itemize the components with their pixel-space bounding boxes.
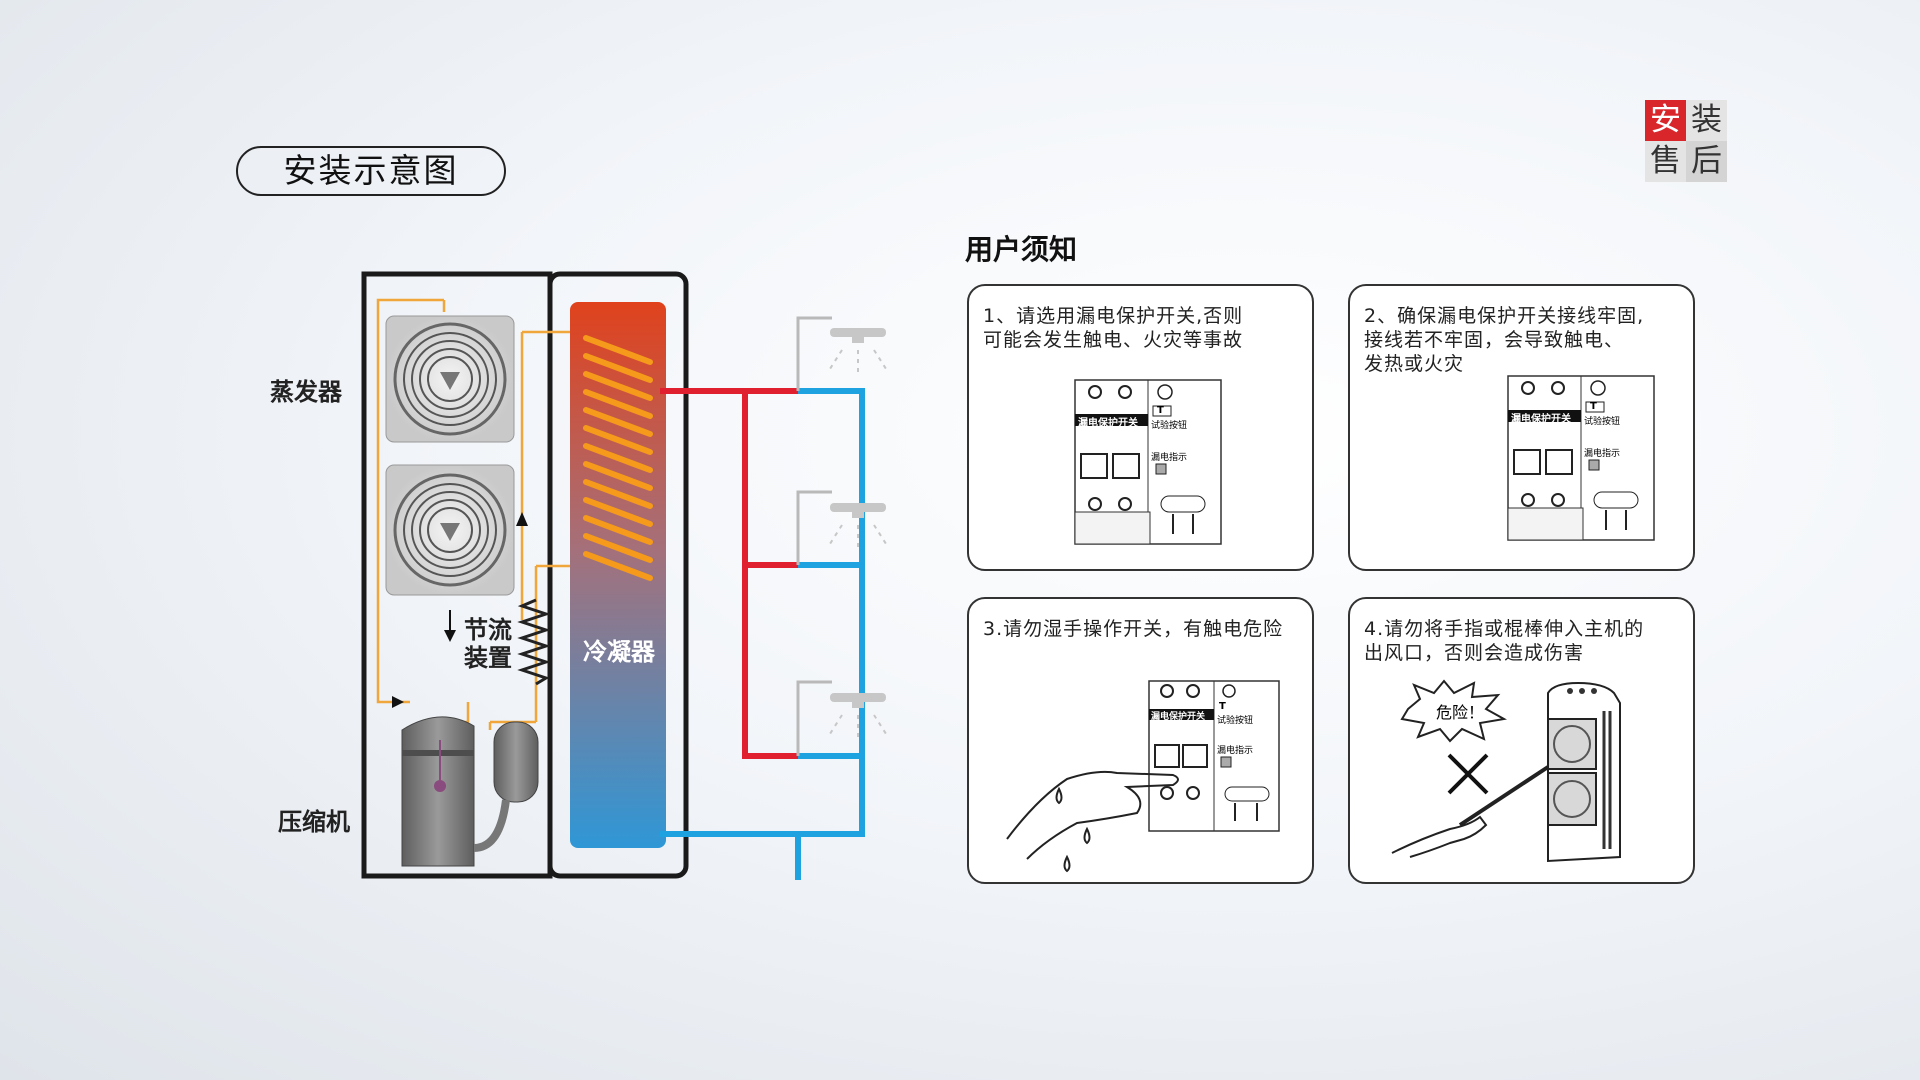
danger-burst-icon (1400, 679, 1507, 743)
notice-text: 1、请选用漏电保护开关,否则 可能会发生触电、火灾等事故 (983, 305, 1244, 351)
breaker-illustration: 漏电保护开关 T 试验按钮 漏电指示 (1506, 374, 1656, 546)
logo-char: 装 (1686, 100, 1727, 141)
breaker-illustration: 漏电保护开关 T 试验按钮 漏电指示 (1147, 679, 1281, 837)
label-compressor: 压缩机 (278, 808, 350, 836)
shower-head (796, 316, 832, 756)
notice-text: 3.请勿湿手操作开关，有触电危险 (983, 618, 1284, 640)
shower-nozzle (830, 328, 886, 708)
leak-indicator-label: 漏电指示 (1217, 746, 1254, 756)
notice-card-3: 3.请勿湿手操作开关，有触电危险 漏电保护开关 T 试验按钮 漏电指示 (967, 597, 1314, 884)
logo-char: 后 (1686, 141, 1727, 182)
fan-top (385, 315, 515, 443)
breaker-label: 漏电保护开关 (1151, 712, 1206, 722)
test-button-label: 试验按钮 (1217, 716, 1254, 726)
heat-pump-unit-illustration (1547, 681, 1621, 863)
t-mark: T (1157, 405, 1164, 416)
label-condenser: 冷凝器 (583, 638, 655, 666)
flow-arrow (516, 512, 528, 526)
notice-card-1: 1、请选用漏电保护开关,否则 可能会发生触电、火灾等事故 漏电保护开关 T 试验… (967, 284, 1314, 571)
page-title: 安装示意图 (236, 146, 506, 196)
hot-water-pipe (660, 388, 798, 759)
notice-text: 4.请勿将手指或棍棒伸入主机的 出风口，否则会造成伤害 (1364, 618, 1645, 664)
test-button-label: 试验按钮 (1151, 421, 1188, 431)
hand-with-stick-illustration (1391, 765, 1550, 858)
tank-frame (547, 271, 689, 879)
t-mark: T (1219, 701, 1226, 712)
condenser (570, 302, 666, 848)
flow-arrow (444, 630, 456, 642)
leak-indicator-label: 漏电指示 (1584, 449, 1621, 459)
notice-card-2: 2、确保漏电保护开关接线牢固, 接线若不牢固，会导致触电、 发热或火灾 漏电保护… (1348, 284, 1695, 571)
prohibited-x-icon (1447, 753, 1489, 795)
label-throttle-2: 装置 (464, 644, 512, 672)
condenser-coil (583, 335, 653, 581)
label-evaporator: 蒸发器 (270, 378, 342, 406)
leak-indicator-label: 漏电指示 (1151, 453, 1188, 463)
throttle-device (517, 598, 551, 686)
notice-heading: 用户须知 (965, 233, 1078, 266)
t-mark: T (1590, 401, 1597, 412)
breaker-illustration: 漏电保护开关 T 试验按钮 漏电指示 (1073, 378, 1223, 550)
fan-bottom (385, 464, 515, 596)
logo-char: 售 (1645, 141, 1686, 182)
notice-card-4: 4.请勿将手指或棍棒伸入主机的 出风口，否则会造成伤害 危险！ (1348, 597, 1695, 884)
test-button-label: 试验按钮 (1584, 417, 1621, 427)
logo-char: 安 (1645, 100, 1686, 141)
compressor (401, 716, 539, 867)
flow-arrow (392, 696, 404, 708)
installation-diagram (361, 271, 889, 880)
breaker-label: 漏电保护开关 (1511, 414, 1571, 425)
brand-logo: 安 装 售 后 (1645, 100, 1727, 182)
breaker-label: 漏电保护开关 (1078, 418, 1138, 429)
label-throttle-1: 节流 (464, 616, 512, 644)
water-spray (827, 349, 889, 741)
danger-label: 危险！ (1436, 703, 1485, 722)
cold-water-pipe (660, 388, 865, 880)
notice-text: 2、确保漏电保护开关接线牢固, 接线若不牢固，会导致触电、 发热或火灾 (1364, 305, 1645, 375)
wet-hand-illustration (1006, 770, 1179, 873)
